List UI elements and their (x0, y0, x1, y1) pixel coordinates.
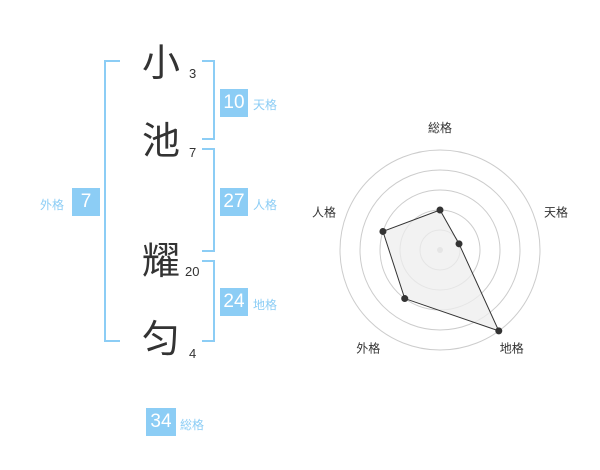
radar-axis-label-0: 総格 (428, 120, 452, 135)
gaikaku-bracket (104, 60, 120, 342)
radar-point-3 (401, 295, 409, 303)
jinkaku-label: 人格 (253, 198, 278, 212)
tenkaku-label: 天格 (253, 98, 278, 112)
stroke-count-4: 4 (189, 346, 197, 361)
chikaku-label: 地格 (253, 298, 278, 312)
tenkaku-bracket (202, 60, 215, 140)
soukaku-label: 総格 (180, 418, 205, 432)
radar-axis-label-4: 人格 (312, 204, 336, 219)
radar-axis-label-3: 外格 (356, 341, 380, 356)
chikaku-bracket (202, 260, 215, 342)
radar-axis-label-1: 天格 (544, 204, 568, 219)
radar-point-2 (495, 327, 503, 335)
radar-point-4 (379, 227, 387, 235)
stroke-count-1: 3 (189, 66, 197, 81)
radar-point-1 (455, 240, 463, 248)
jinkaku-bracket (202, 148, 215, 252)
radar-point-0 (436, 206, 444, 214)
radar-ring-4 (359, 169, 521, 331)
soukaku-value: 34 (146, 408, 176, 436)
radar-axis-label-2: 地格 (500, 341, 524, 356)
chikaku-value: 24 (220, 288, 248, 316)
name-char-2: 池 (142, 119, 181, 163)
stroke-count-3: 20 (185, 264, 200, 279)
name-char-3: 耀 (142, 239, 181, 283)
gaikaku-value: 7 (72, 188, 100, 216)
stroke-count-2: 7 (189, 145, 197, 160)
name-char-4: 匀 (142, 317, 181, 361)
jinkaku-value: 27 (220, 188, 248, 216)
name-char-1: 小 (142, 41, 181, 85)
gaikaku-label: 外格 (40, 198, 65, 212)
radar-ring-5 (339, 149, 541, 351)
radar-polygon (382, 209, 500, 332)
tenkaku-value: 10 (220, 89, 248, 117)
